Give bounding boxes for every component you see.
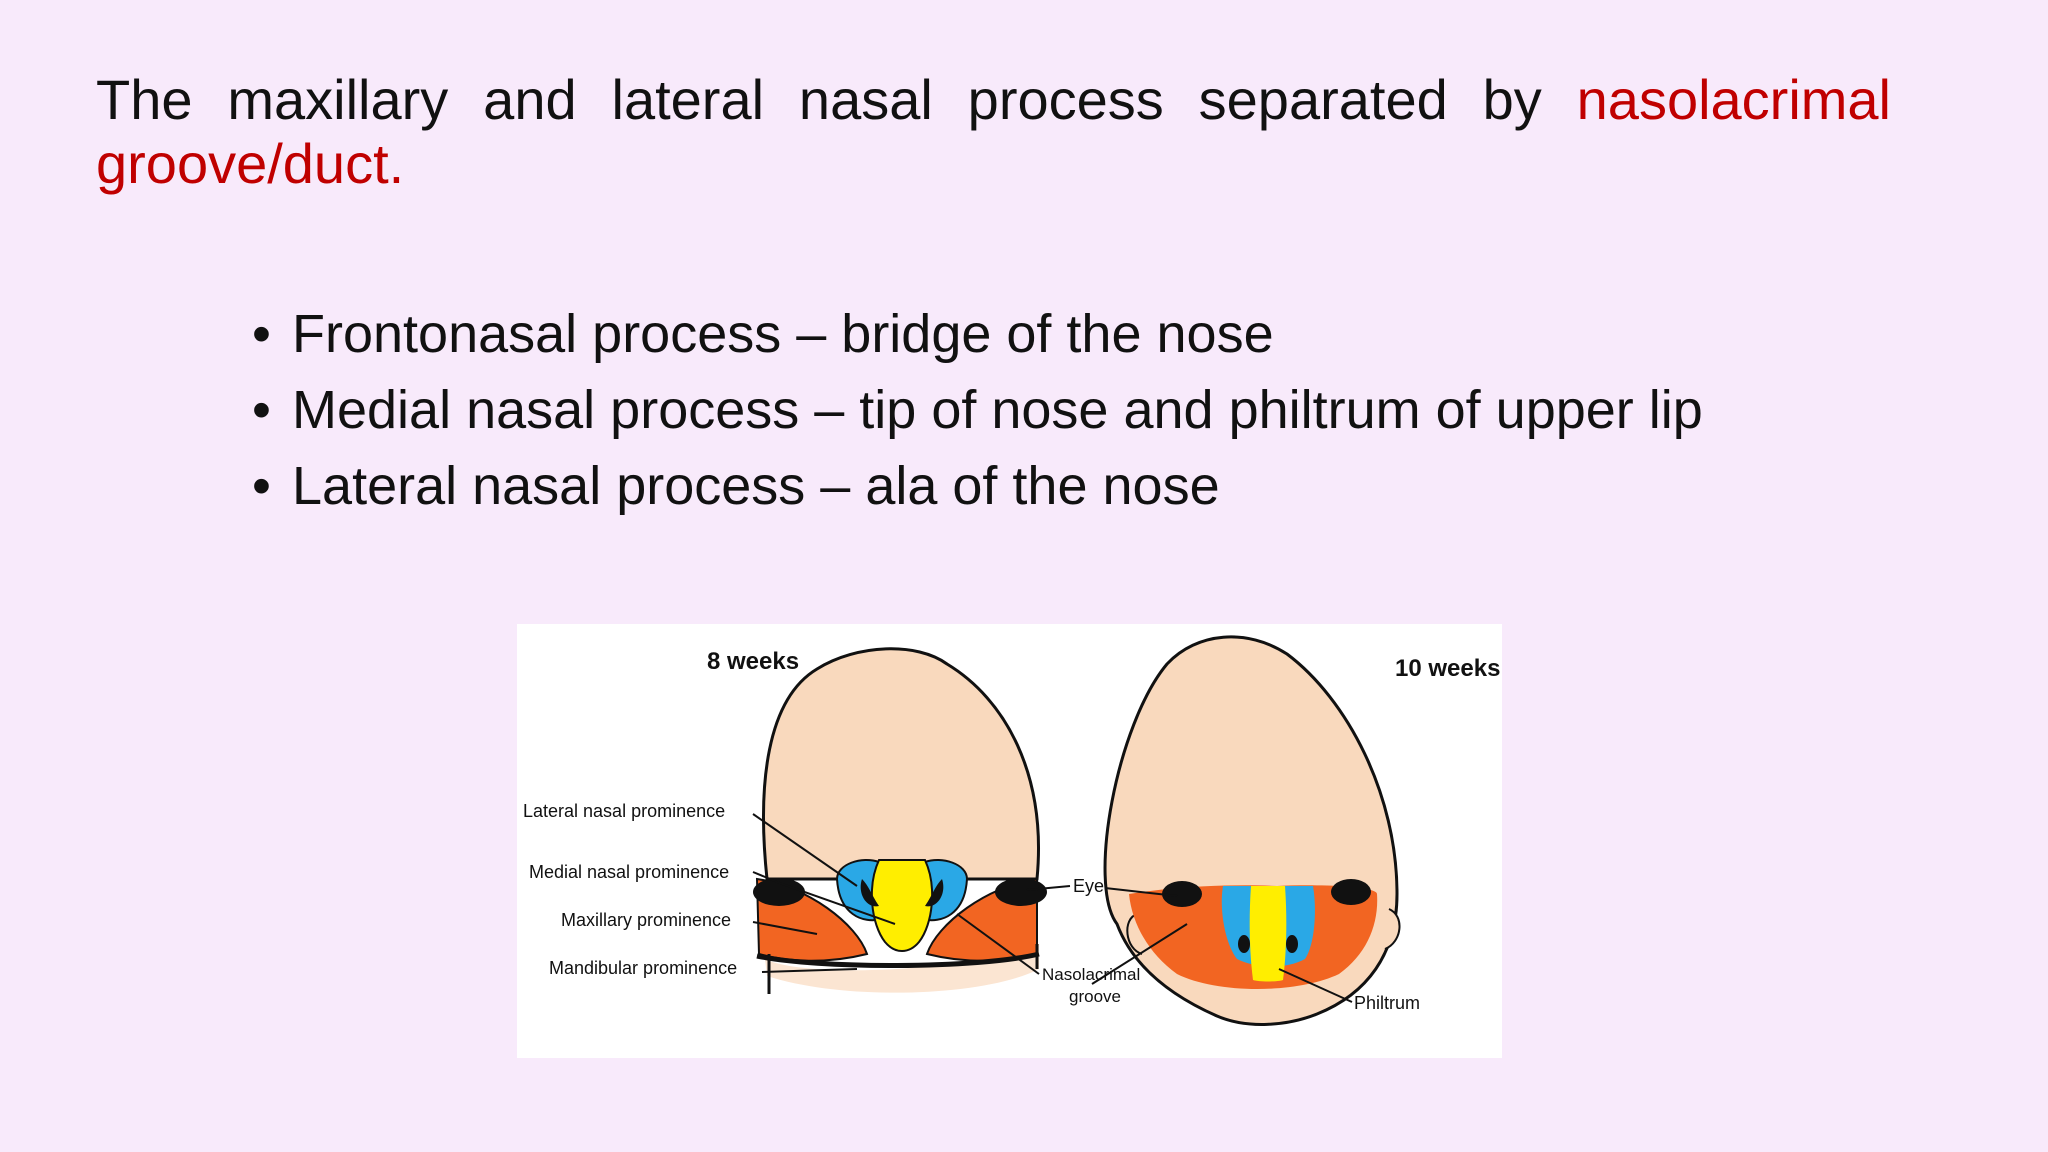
intro-paragraph: The maxillary and lateral nasal process … [96,68,1891,196]
title-8-weeks: 8 weeks [707,648,799,675]
nostril-right-8w [925,879,944,907]
leader-medial-nasal [752,871,896,925]
label-philtrum: Philtrum [1354,993,1420,1013]
leader-maxillary [752,921,818,935]
nostril-right-10w [1286,935,1298,953]
embryo-8-weeks [753,647,1047,994]
label-eye: Eye [1073,876,1104,896]
bullet-dot-icon: • [252,380,271,440]
leader-nasolacrimal-right [1091,923,1188,985]
nostril-left-8w [860,879,879,907]
ear-right-10w [1384,908,1401,950]
leader-philtrum [1278,968,1353,1003]
bullet-item: • Medial nasal process – tip of nose and … [252,372,1703,448]
nostril-left-10w [1238,935,1250,953]
label-mandibular-prominence: Mandibular prominence [549,958,737,978]
medial-nasal-10w [1249,886,1287,982]
bullet-list: • Frontonasal process – bridge of the nos… [252,296,1703,524]
title-10-weeks: 10 weeks [1395,655,1500,682]
diagram-svg: 8 weeks 10 weeks Lateral nasal prominenc… [523,635,1500,1026]
label-medial-nasal-prominence: Medial nasal prominence [529,862,729,882]
bullet-item: • Lateral nasal process – ala of the nose [252,448,1703,524]
intro-text: The maxillary and lateral nasal process … [96,68,1542,131]
leader-eye-right [1104,887,1178,897]
label-lateral-nasal-prominence: Lateral nasal prominence [523,801,725,821]
eye-left-8w [753,878,805,906]
bullet-dot-icon: • [252,456,271,516]
head-outline-8w [762,647,1040,881]
bullet-text: Frontonasal process – bridge of the nose [292,304,1274,364]
leader-lateral-nasal [752,813,858,887]
leader-eye-left [1026,885,1071,891]
embryo-10-weeks [1103,635,1401,1026]
medial-nasal-8w [870,859,934,952]
label-nasolacrimal: Nasolacrimal [1042,965,1140,984]
mandible-8w [765,944,1039,993]
intro-highlight: nasolacrimal groove/duct. [96,68,1891,195]
leader-mandibular [761,968,858,973]
bullet-text: Lateral nasal process – ala of the nose [292,456,1220,516]
eye-right-8w [995,878,1047,906]
bullet-item: • Frontonasal process – bridge of the nos… [252,296,1703,372]
embryo-face-diagram: 8 weeks 10 weeks Lateral nasal prominenc… [517,624,1502,1058]
eye-left-10w [1162,881,1202,907]
eye-right-10w [1331,879,1371,905]
bullet-text: Medial nasal process – tip of nose and p… [292,380,1703,440]
label-maxillary-prominence: Maxillary prominence [561,910,731,930]
bullet-dot-icon: • [252,304,271,364]
leader-lines [752,813,1353,1003]
leader-nasolacrimal-left [956,913,1040,975]
label-groove: groove [1069,987,1121,1006]
mouth-line-8w [756,951,1040,969]
